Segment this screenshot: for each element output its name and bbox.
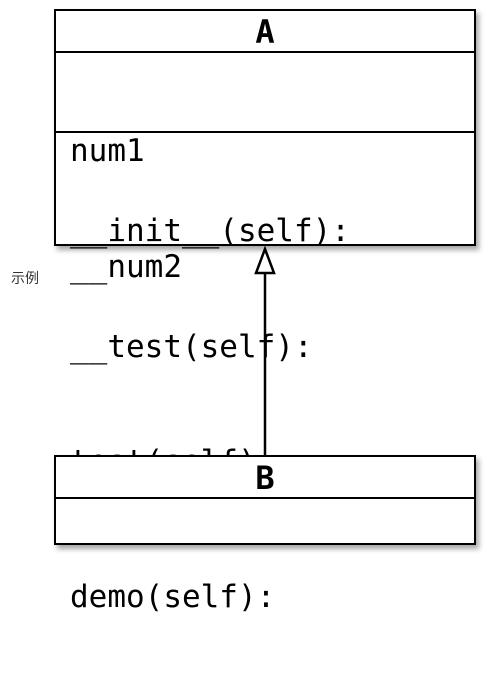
- class-a-method: __init__(self):: [70, 213, 350, 249]
- class-b-method: demo(self):: [70, 579, 276, 615]
- class-b-name: B: [56, 457, 474, 499]
- class-a-attribute: num1: [70, 133, 145, 169]
- class-b-methods: demo(self):: [56, 499, 474, 694]
- class-a-attribute: __num2: [70, 248, 182, 285]
- class-b-box: B demo(self):: [54, 455, 476, 615]
- example-label: 示例: [11, 271, 39, 287]
- class-a-box: A num1 __num2 __init__(self): __test(sel…: [54, 9, 476, 480]
- class-a-method: __test(self):: [70, 328, 313, 365]
- class-a-attributes: num1 __num2: [56, 53, 474, 285]
- class-a-name: A: [56, 11, 474, 53]
